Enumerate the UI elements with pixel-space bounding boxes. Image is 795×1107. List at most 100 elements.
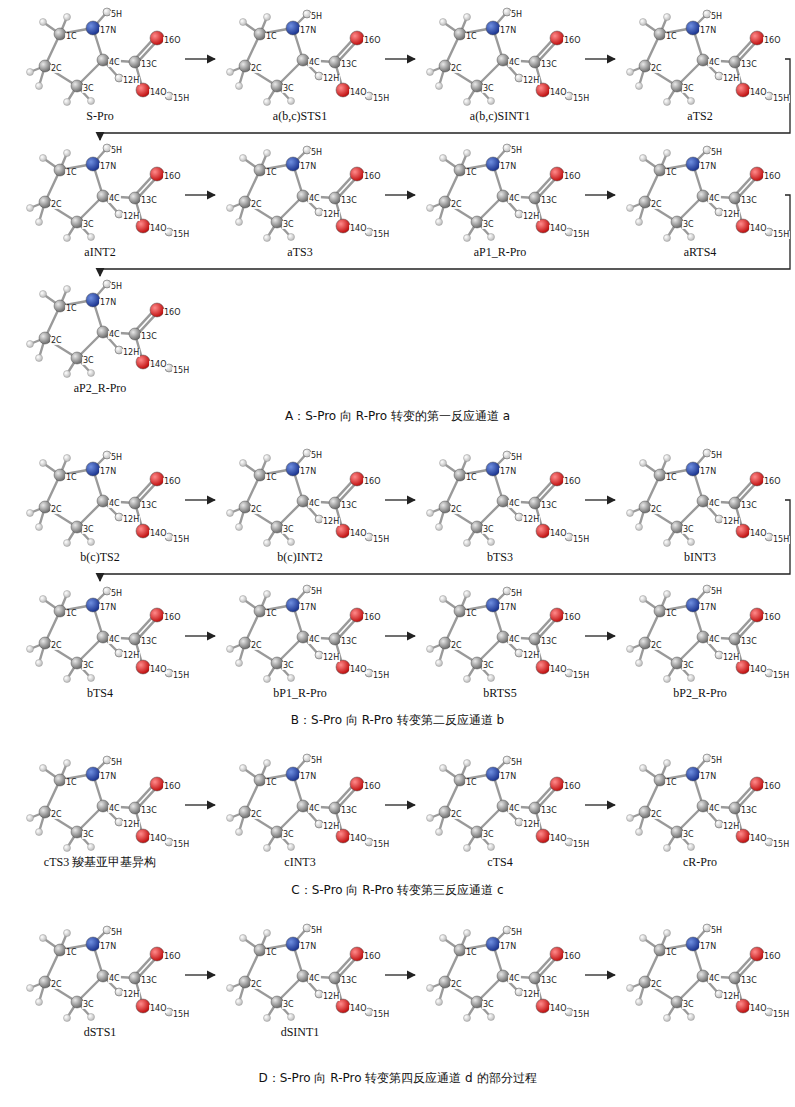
atom-label: 1C [65, 610, 78, 618]
atom-label: 2C [50, 506, 63, 514]
atom-label: 5H [310, 927, 323, 935]
atom-label: 4C [508, 500, 521, 508]
atom-label: 16O [163, 783, 181, 791]
structure-name: bP1_R-Pro [215, 686, 385, 703]
panel-caption: C：S-Pro 向 R-Pro 转变第三反应通道 c [0, 882, 795, 898]
atom-label: 17N [99, 604, 117, 612]
atom-label: 5H [310, 588, 323, 596]
molecule-node: bRTS51C2C3C4C17N13C16O14O15H5H12H [415, 581, 585, 703]
atom-label: 16O [563, 783, 581, 791]
atom-label: 3C [82, 662, 95, 670]
reaction-arrow [185, 974, 215, 975]
atom-label: 13C [540, 502, 558, 510]
atom-label: 15H [172, 95, 190, 103]
atom-label: 17N [699, 163, 717, 171]
atom-label: 5H [110, 11, 123, 19]
atom-label: 14O [149, 361, 167, 369]
atom-label: 1C [265, 474, 278, 482]
atom-label: 13C [540, 807, 558, 815]
atom-label: 14O [749, 225, 767, 233]
atom-label: 5H [110, 283, 123, 291]
atom-label: 3C [482, 662, 495, 670]
atom-label: 16O [563, 37, 581, 45]
structure-name: aTS2 [615, 109, 785, 126]
atom-label: 14O [349, 89, 367, 97]
atom-label: 15H [572, 95, 590, 103]
atom-label: 4C [108, 975, 121, 983]
atom-label: 12H [122, 991, 140, 999]
atom-label: 13C [340, 638, 358, 646]
atom-label: 15H [172, 841, 190, 849]
atom-label: 15H [572, 1011, 590, 1019]
atom-label: 17N [299, 27, 317, 35]
atom-label: 13C [540, 61, 558, 69]
atom-label: 12H [122, 652, 140, 660]
atom-label: 17N [499, 943, 517, 951]
atom-label: 14O [549, 89, 567, 97]
atom-label: 1C [265, 610, 278, 618]
atom-label: 13C [740, 502, 758, 510]
atom-label: 16O [163, 478, 181, 486]
molecule-node: bTS31C2C3C4C17N13C16O14O15H5H12H [415, 445, 585, 567]
atom-label: 14O [749, 1005, 767, 1013]
atom-label: 2C [650, 981, 663, 989]
atom-label: 12H [722, 823, 740, 831]
atom-label: 13C [540, 638, 558, 646]
atom-label: 2C [450, 201, 463, 209]
atom-label: 14O [549, 1005, 567, 1013]
reaction-arrow [585, 974, 615, 975]
atom-label: 5H [510, 11, 523, 19]
structure-name: aP2_R-Pro [15, 381, 185, 398]
atom-label: 4C [708, 636, 721, 644]
atom-label: 5H [310, 757, 323, 765]
structure-name: bINT3 [615, 550, 785, 567]
atom-label: 4C [308, 805, 321, 813]
reaction-arrow [585, 635, 615, 636]
atom-label: 2C [250, 201, 263, 209]
reaction-arrow [185, 635, 215, 636]
atom-label: 13C [740, 61, 758, 69]
atom-label: 12H [522, 991, 540, 999]
atom-label: 5H [510, 147, 523, 155]
atom-label: 12H [322, 993, 340, 1001]
atom-label: 4C [508, 59, 521, 67]
atom-label: 17N [699, 604, 717, 612]
atom-label: 17N [299, 604, 317, 612]
atom-label: 14O [749, 835, 767, 843]
atom-label: 1C [665, 33, 678, 41]
atom-label: 3C [682, 85, 695, 93]
atom-label: 15H [172, 231, 190, 239]
reaction-arrow [385, 635, 415, 636]
atom-label: 1C [665, 169, 678, 177]
structure-name: aTS3 [215, 245, 385, 262]
atom-label: 12H [722, 993, 740, 1001]
atom-label: 4C [108, 636, 121, 644]
atom-label: 3C [282, 831, 295, 839]
atom-label: 15H [372, 231, 390, 239]
atom-label: 5H [510, 759, 523, 767]
atom-label: 2C [450, 65, 463, 73]
atom-label: 12H [322, 211, 340, 219]
atom-label: 17N [499, 468, 517, 476]
atom-label: 5H [310, 452, 323, 460]
atom-label: 12H [322, 75, 340, 83]
atom-label: 12H [722, 518, 740, 526]
atom-label: 12H [522, 77, 540, 85]
atom-label: 14O [349, 530, 367, 538]
atom-label: 16O [363, 614, 381, 622]
structure-name: aRTS4 [615, 245, 785, 262]
molecule-node: b(c)TS21C2C3C4C17N13C16O14O15H5H12H [15, 445, 185, 567]
atom-label: 4C [508, 195, 521, 203]
atom-label: 12H [122, 516, 140, 524]
atom-label: 1C [465, 779, 478, 787]
structure-name: b(c)INT2 [215, 550, 385, 567]
atom-label: 13C [740, 807, 758, 815]
atom-label: 17N [699, 27, 717, 35]
atom-label: 16O [163, 614, 181, 622]
atom-label: 15H [772, 672, 790, 680]
atom-label: 4C [108, 331, 121, 339]
molecule-node: cTS41C2C3C4C17N13C16O14O15H5H12H [415, 750, 585, 872]
atom-label: 15H [772, 536, 790, 544]
atom-label: 17N [499, 773, 517, 781]
